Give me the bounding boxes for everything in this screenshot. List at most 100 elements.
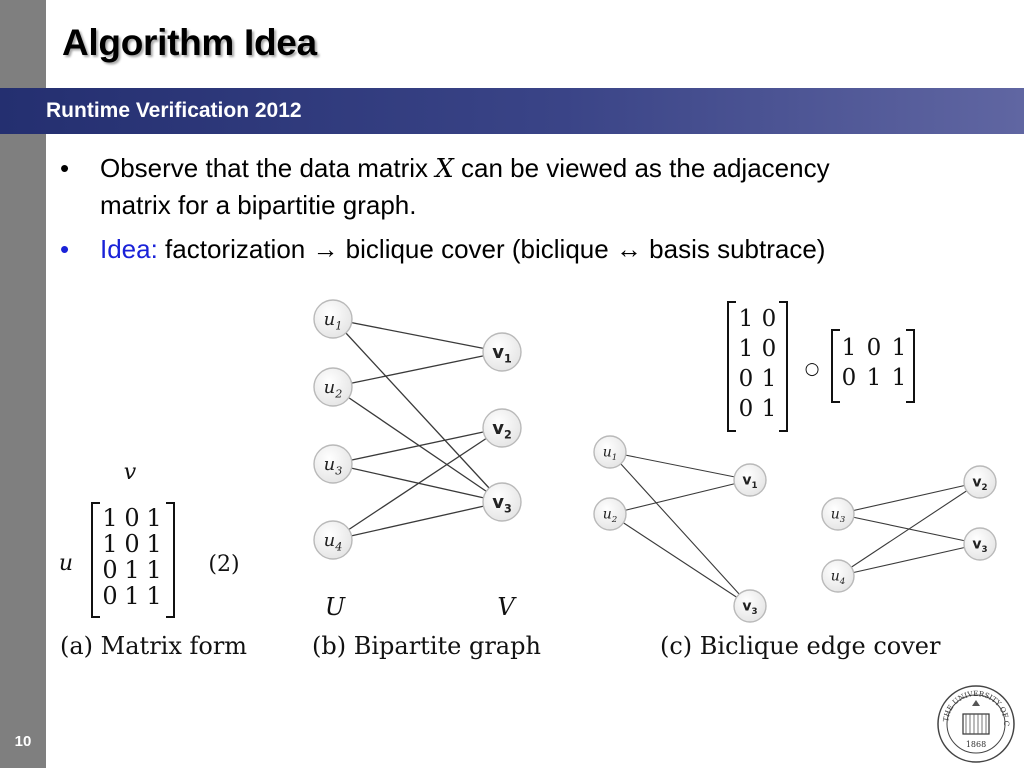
node-label-subscript: 3: [982, 545, 988, 555]
node-label-subscript: 2: [611, 515, 618, 525]
graph-edge: [332, 427, 503, 541]
graph-node-label: v3: [972, 537, 987, 556]
graph-node: [733, 589, 767, 623]
matrix-cell: 1: [867, 365, 882, 391]
bullet-item-observe: • Observe that the data matrix X can be …: [60, 150, 1010, 223]
matrix-left-bracket: [91, 502, 100, 618]
graph-edge: [609, 513, 751, 607]
node-label-base: v: [492, 418, 504, 439]
graph-edge: [332, 318, 503, 353]
node-label-subscript: 3: [752, 607, 758, 617]
matrix-cell: 1: [762, 396, 777, 422]
node-label-subscript: 1: [504, 352, 512, 365]
graph-edge: [609, 479, 751, 515]
node-label-subscript: 2: [982, 483, 988, 493]
matrix-cell: 1: [762, 366, 777, 392]
graph-node: [482, 482, 522, 522]
node-label-subscript: 3: [504, 502, 512, 515]
caption-c: (c) Biclique edge cover: [660, 632, 941, 660]
node-label-base: u: [603, 445, 612, 461]
graph-edge: [837, 481, 981, 515]
node-label-subscript: 3: [335, 464, 342, 477]
bullet-text: can be viewed as the adjacency: [453, 153, 830, 183]
node-label-subscript: 2: [334, 387, 342, 400]
graph-node: [482, 332, 522, 372]
node-label-subscript: 3: [840, 515, 846, 525]
slide-number: 10: [14, 733, 32, 750]
graph-edge: [837, 543, 981, 577]
bullet-item-idea: • Idea: factorization → biclique cover (…: [60, 231, 1010, 267]
hadamard-operator-icon: ○: [805, 359, 820, 379]
bullet-dot-icon: •: [60, 234, 70, 264]
graph-node-label: u4: [831, 569, 846, 588]
graph-node-label: v2: [492, 418, 512, 442]
node-label-base: v: [492, 342, 504, 363]
matrix-cell: 0: [842, 365, 857, 391]
matrix-cell: 1: [146, 530, 161, 558]
graph-node: [733, 463, 767, 497]
matrix-cell: 1: [739, 306, 754, 332]
slide-subtitle: Runtime Verification 2012: [46, 99, 302, 122]
node-label-subscript: 2: [504, 428, 512, 441]
matrix-cell: 1: [124, 582, 139, 610]
bullet-list: • Observe that the data matrix X can be …: [60, 150, 1010, 275]
node-label-base: u: [831, 569, 840, 585]
matrix-cell: 1: [124, 556, 139, 584]
graph-node-label: u4: [324, 530, 343, 554]
node-label-subscript: 1: [752, 481, 758, 491]
node-label-base: u: [324, 530, 336, 551]
graph-node: [593, 435, 627, 469]
matrix-cell: 1: [146, 504, 161, 532]
node-label-subscript: 4: [334, 540, 342, 553]
matrix-cell: 1: [146, 582, 161, 610]
equation-number: (2): [208, 552, 239, 577]
graph-edge: [332, 501, 503, 541]
graph-node: [482, 408, 522, 448]
matrix-cell: 0: [762, 336, 777, 362]
graph-node: [963, 465, 997, 499]
subtitle-banner: [0, 88, 1024, 134]
graph-node-label: u2: [603, 507, 618, 526]
graph-node-label: v2: [972, 475, 987, 494]
graph-node-label: u2: [324, 377, 343, 401]
bullet-text: factorization → biclique cover (biclique…: [157, 234, 826, 264]
graph-node: [821, 497, 855, 531]
matrix-cell: 1: [739, 336, 754, 362]
matrix-cell: 0: [739, 366, 754, 392]
graph-edge: [609, 451, 751, 607]
slide-title: Algorithm Idea: [62, 22, 317, 63]
matrix-left-bracket: [831, 329, 840, 403]
node-label-base: v: [742, 599, 751, 615]
graph-node: [963, 527, 997, 561]
graph-edge: [332, 463, 503, 503]
matrix-cell: 1: [102, 504, 117, 532]
node-label-base: v: [492, 492, 504, 513]
math-variable: X: [435, 154, 454, 184]
seal-year: 1868: [966, 740, 986, 749]
node-label-base: v: [972, 475, 981, 491]
node-label-base: u: [324, 309, 336, 330]
idea-label: Idea:: [100, 234, 158, 264]
graph-node: [313, 367, 353, 407]
graph-node-label: v3: [742, 599, 757, 618]
node-label-subscript: 4: [839, 577, 846, 587]
matrix-cell: 1: [892, 365, 907, 391]
graph-node-label: u3: [324, 454, 343, 478]
matrix-cell: 0: [102, 556, 117, 584]
graph-edge: [332, 318, 503, 503]
matrix-cell: 1: [102, 530, 117, 558]
graph-node-label: u3: [831, 507, 846, 526]
node-label-base: v: [972, 537, 981, 553]
graph-edge: [609, 451, 751, 481]
node-label-base: u: [324, 377, 336, 398]
graph-edge: [332, 427, 503, 465]
node-label-base: v: [742, 473, 751, 489]
node-label-base: u: [324, 454, 336, 475]
graph-edge: [332, 386, 503, 503]
right-set-label: V: [497, 593, 517, 621]
graph-edge: [332, 351, 503, 388]
matrix-cell: 0: [867, 335, 882, 361]
matrix-cell: 0: [102, 582, 117, 610]
graph-node-label: v3: [492, 492, 512, 516]
